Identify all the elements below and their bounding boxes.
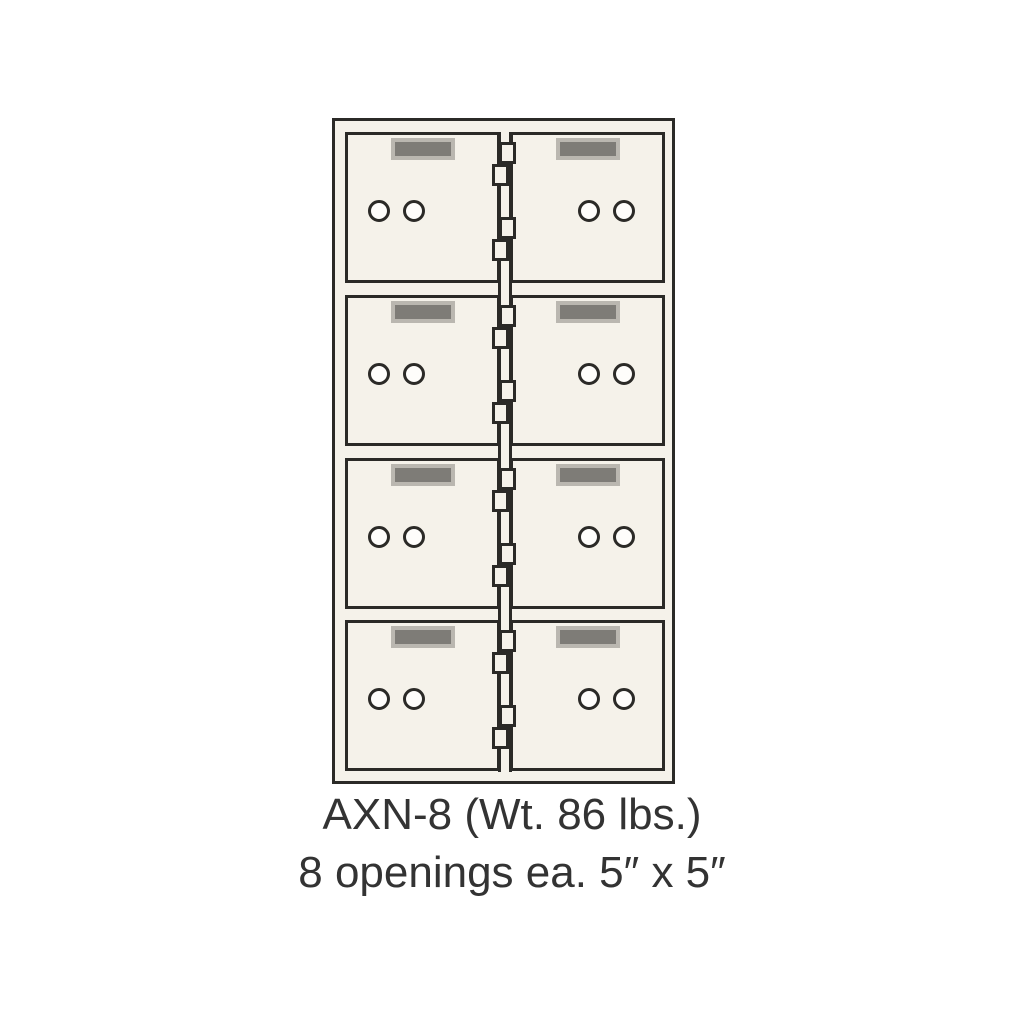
hinge-column [498, 132, 512, 772]
label-plate [390, 138, 455, 160]
deposit-box-door [345, 132, 500, 283]
deposit-box-door [345, 620, 500, 771]
hinge-knuckle-icon [499, 142, 516, 164]
hinge-knuckle-icon [492, 490, 509, 512]
hinge-knuckle-icon [492, 652, 509, 674]
key-lock-icon [368, 363, 390, 385]
hinge-knuckle-icon [499, 305, 516, 327]
key-lock-icon [368, 526, 390, 548]
key-lock-icon [578, 200, 600, 222]
key-lock-icon [403, 526, 425, 548]
hinge-knuckle-icon [499, 217, 516, 239]
deposit-box-door [510, 620, 665, 771]
hinge-group [492, 295, 518, 425]
hinge-knuckle-icon [499, 705, 516, 727]
hinge-knuckle-icon [499, 468, 516, 490]
label-plate [390, 301, 455, 323]
key-lock-icon [613, 526, 635, 548]
label-plate [555, 138, 620, 160]
key-lock-icon [578, 688, 600, 710]
deposit-box-door [345, 295, 500, 446]
model-weight-label: AXN-8 (Wt. 86 lbs.) [322, 790, 702, 839]
label-plate [555, 626, 620, 648]
deposit-box-door [510, 295, 665, 446]
hinge-knuckle-icon [492, 164, 509, 186]
key-lock-icon [368, 688, 390, 710]
key-lock-icon [613, 200, 635, 222]
key-lock-icon [403, 200, 425, 222]
hinge-knuckle-icon [499, 543, 516, 565]
deposit-box-door [510, 458, 665, 609]
hinge-knuckle-icon [492, 402, 509, 424]
label-plate [555, 301, 620, 323]
hinge-group [492, 458, 518, 588]
hinge-knuckle-icon [499, 630, 516, 652]
deposit-box-door [510, 132, 665, 283]
hinge-knuckle-icon [492, 327, 509, 349]
caption: AXN-8 (Wt. 86 lbs.) 8 openings ea. 5″ x … [0, 786, 1024, 902]
hinge-knuckle-icon [499, 380, 516, 402]
key-lock-icon [403, 688, 425, 710]
key-lock-icon [613, 363, 635, 385]
key-lock-icon [578, 526, 600, 548]
key-lock-icon [613, 688, 635, 710]
hinge-knuckle-icon [492, 239, 509, 261]
hinge-knuckle-icon [492, 727, 509, 749]
label-plate [390, 626, 455, 648]
safe-deposit-cabinet [332, 118, 675, 784]
label-plate [555, 464, 620, 486]
key-lock-icon [403, 363, 425, 385]
label-plate [390, 464, 455, 486]
hinge-knuckle-icon [492, 565, 509, 587]
hinge-group [492, 620, 518, 750]
openings-size-label: 8 openings ea. 5″ x 5″ [298, 848, 726, 897]
key-lock-icon [578, 363, 600, 385]
hinge-group [492, 132, 518, 262]
deposit-box-door [345, 458, 500, 609]
key-lock-icon [368, 200, 390, 222]
